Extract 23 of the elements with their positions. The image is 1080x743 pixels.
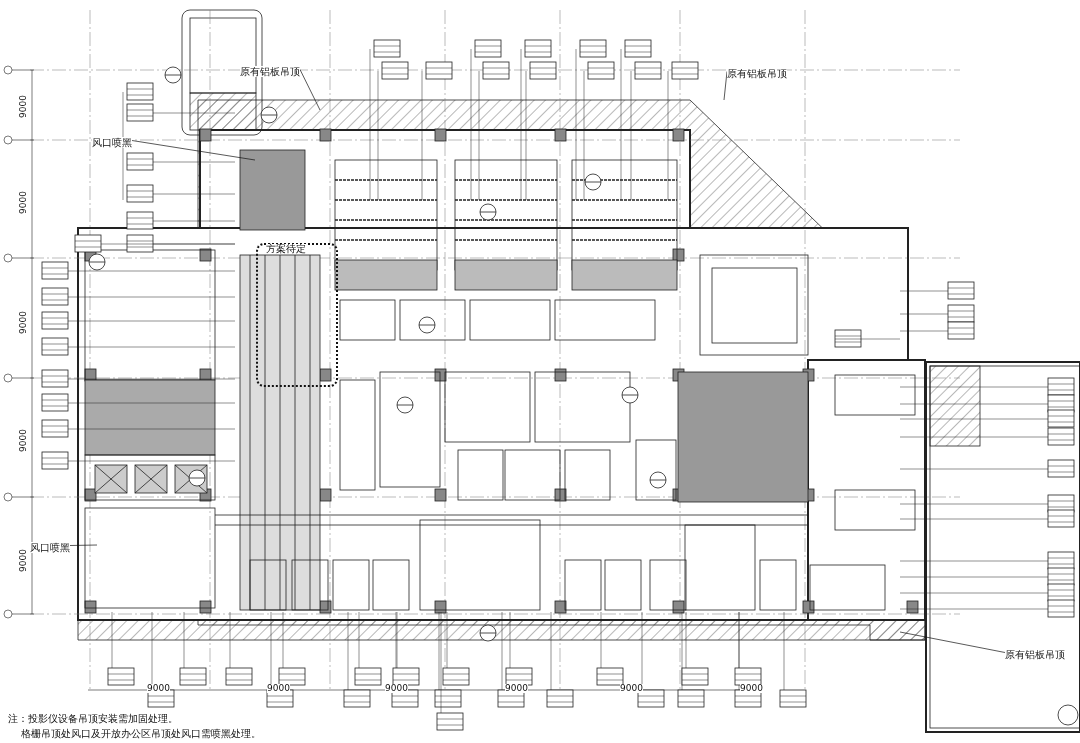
dimension-text: 9000 xyxy=(505,684,528,693)
callout-text: 原有铝板吊顶 xyxy=(1005,649,1065,660)
callout-text: 原有铝板吊顶 xyxy=(727,68,787,79)
dimension-text: 9000 xyxy=(19,549,28,572)
dimension-text: 9000 xyxy=(19,95,28,118)
dimension-text: 9000 xyxy=(385,684,408,693)
dimension-text: 9000 xyxy=(19,191,28,214)
leader-line xyxy=(131,140,256,161)
dimension-text: 9000 xyxy=(19,429,28,452)
dimension-text: 9000 xyxy=(147,684,170,693)
callout-text: 风口喷黑 xyxy=(30,542,70,553)
callout-text: 风口喷黑 xyxy=(92,137,132,148)
leader-line xyxy=(299,69,321,111)
leader-line xyxy=(723,71,728,101)
revision-cloud xyxy=(256,243,338,387)
cloud-note: 方案待定 xyxy=(266,244,306,254)
callout-text: 原有铝板吊顶 xyxy=(240,66,300,77)
leader-line xyxy=(69,544,98,546)
leader-line xyxy=(899,631,1006,653)
dimension-text: 9000 xyxy=(620,684,643,693)
dimension-text: 9000 xyxy=(19,311,28,334)
dimension-text: 9000 xyxy=(740,684,763,693)
dimension-text: 9000 xyxy=(267,684,290,693)
